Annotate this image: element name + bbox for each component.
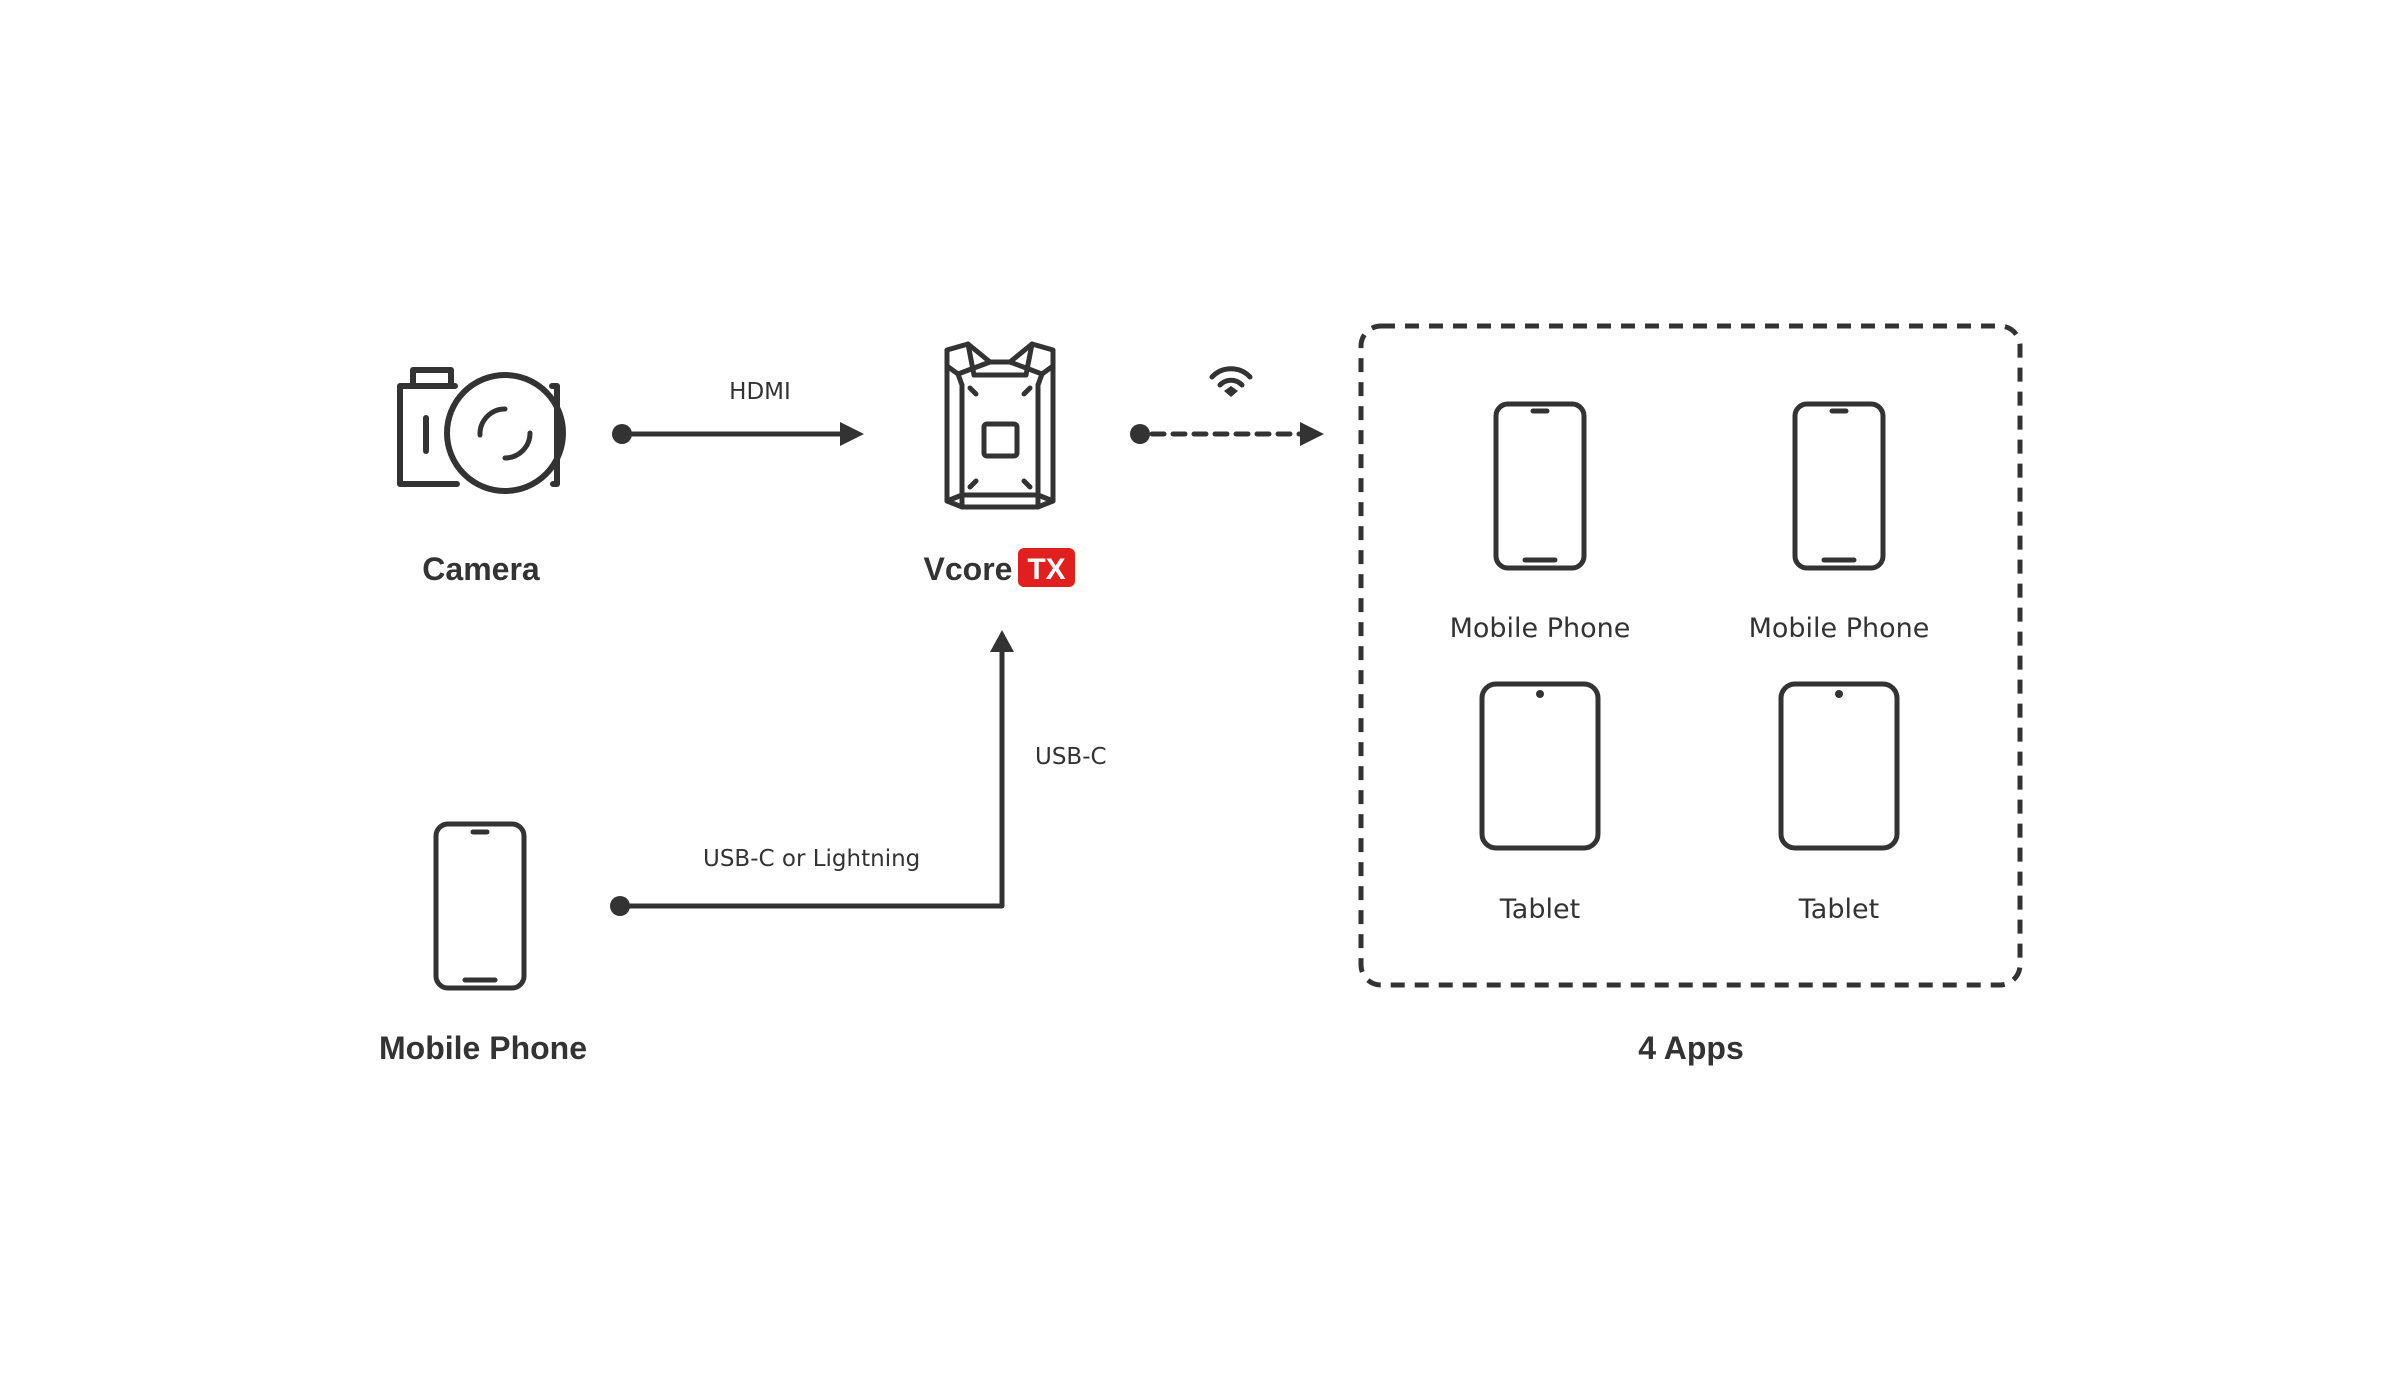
- hdmi-connection: [612, 422, 864, 446]
- apps-group-box: [1358, 323, 2023, 988]
- tablet-icon: [1479, 681, 1601, 851]
- tablet-icon: [1778, 681, 1900, 851]
- vcore-label: Vcore: [924, 551, 1013, 587]
- hdmi-label: HDMI: [729, 379, 791, 405]
- wifi-icon: [1209, 366, 1253, 397]
- tx-badge-text: TX: [1027, 553, 1065, 586]
- app-device-label: Tablet: [1499, 894, 1580, 925]
- app-device-label: Tablet: [1798, 894, 1879, 925]
- wireless-connection: [1130, 422, 1324, 446]
- arrow-head: [840, 422, 864, 446]
- connection-start-dot: [1130, 424, 1150, 444]
- mobile-phone-icon: [1493, 401, 1587, 571]
- usb-connection: [610, 630, 1014, 916]
- source-phone-label: Mobile Phone: [379, 1030, 587, 1066]
- camera-icon: [397, 367, 566, 494]
- camera-label: Camera: [422, 551, 540, 587]
- arrow-head: [1300, 422, 1324, 446]
- usb-c-or-lightning-label: USB-C or Lightning: [703, 846, 920, 872]
- usb-c-label: USB-C: [1035, 744, 1107, 770]
- app-device-label: Mobile Phone: [1450, 613, 1631, 644]
- apps-group-label: 4 Apps: [1638, 1030, 1744, 1066]
- mobile-phone-icon: [433, 821, 527, 991]
- arrow-head: [990, 630, 1014, 652]
- app-device-label: Mobile Phone: [1749, 613, 1930, 644]
- tx-badge: TX: [1018, 548, 1075, 587]
- mobile-phone-icon: [1792, 401, 1886, 571]
- vcore-transmitter-icon: [944, 341, 1056, 510]
